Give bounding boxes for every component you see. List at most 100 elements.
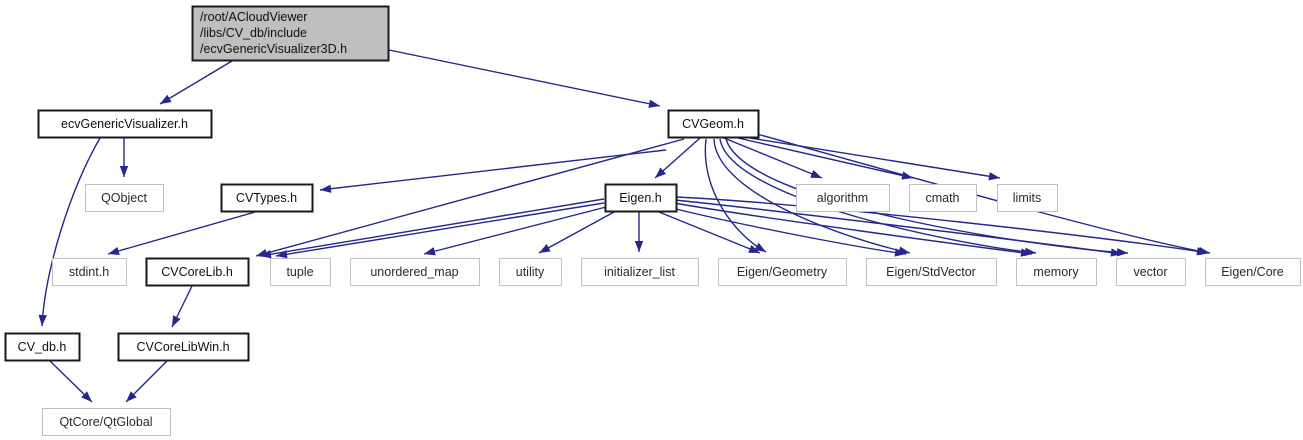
- node-CVCoreLibWin[interactable]: CVCoreLibWin.h: [117, 332, 250, 362]
- node-utility[interactable]: utility: [499, 258, 562, 286]
- node-box[interactable]: [604, 183, 678, 213]
- node-box[interactable]: [37, 109, 213, 139]
- node-label: CV_db.h: [18, 340, 67, 354]
- node-box[interactable]: [350, 258, 480, 286]
- node-label: tuple: [286, 265, 313, 279]
- node-CV_db[interactable]: CV_db.h: [4, 332, 81, 362]
- node-box[interactable]: [909, 184, 977, 212]
- arrowhead-icon: [634, 241, 644, 252]
- edge-line: [658, 211, 761, 254]
- node-box[interactable]: [997, 184, 1058, 212]
- node-label: stdint.h: [69, 265, 109, 279]
- node-ecvGenericVisualizer[interactable]: ecvGenericVisualizer.h: [37, 109, 213, 139]
- node-box[interactable]: [191, 5, 390, 62]
- arrowhead-icon: [424, 247, 436, 256]
- arrowhead-icon: [260, 250, 272, 259]
- node-CVCoreLib[interactable]: CVCoreLib.h: [145, 257, 250, 287]
- node-label: vector: [1133, 265, 1167, 279]
- edge-line: [756, 133, 1211, 254]
- edge-Eigen-to-Eigen/StdVector: [671, 207, 907, 257]
- node-box[interactable]: [866, 258, 997, 286]
- edge-line: [675, 196, 1209, 254]
- arrowhead-icon: [126, 391, 137, 402]
- node-box[interactable]: [1205, 258, 1301, 286]
- node-box[interactable]: [42, 408, 171, 436]
- node-memory[interactable]: memory: [1016, 258, 1097, 286]
- edge-line: [388, 49, 661, 107]
- edge-line: [723, 137, 823, 179]
- node-box[interactable]: [581, 258, 699, 286]
- edge-line: [719, 138, 1037, 254]
- node-initializer_list[interactable]: initializer_list: [581, 258, 699, 286]
- edge-CV_db-to-QtCore/QtGlobal: [49, 360, 93, 403]
- arrowhead-icon: [539, 244, 551, 253]
- node-box[interactable]: [1016, 258, 1097, 286]
- node-Eigen/Geometry[interactable]: Eigen/Geometry: [718, 258, 847, 286]
- node-CVGeom[interactable]: CVGeom.h: [667, 109, 760, 139]
- edge-line: [671, 207, 907, 255]
- edge-ecvGenericVisualizer-to-CV_db: [38, 137, 101, 327]
- node-label: Eigen/Geometry: [737, 265, 828, 279]
- arrowhead-icon: [119, 166, 129, 177]
- node-box[interactable]: [4, 332, 81, 362]
- edge-line: [275, 202, 605, 257]
- edge-Eigen-to-memory: [673, 202, 1033, 257]
- node-box[interactable]: [1116, 258, 1186, 286]
- node-label: /root/ACloudViewer/libs/CV_db/include/ec…: [200, 10, 347, 56]
- node-QObject[interactable]: QObject: [85, 184, 164, 212]
- node-root[interactable]: /root/ACloudViewer/libs/CV_db/include/ec…: [191, 5, 390, 62]
- node-box[interactable]: [220, 183, 314, 213]
- node-box[interactable]: [796, 184, 890, 212]
- node-label: Eigen.h: [619, 191, 661, 205]
- node-stdint[interactable]: stdint.h: [52, 258, 127, 286]
- node-box[interactable]: [52, 258, 127, 286]
- edge-line: [259, 198, 605, 257]
- node-box[interactable]: [718, 258, 847, 286]
- edge-CVCoreLibWin-to-QtCore/QtGlobal: [125, 360, 168, 403]
- node-tuple[interactable]: tuple: [270, 258, 331, 286]
- edge-line: [749, 137, 1001, 179]
- node-vector[interactable]: vector: [1116, 258, 1186, 286]
- arrowhead-icon: [748, 244, 760, 253]
- node-label: initializer_list: [604, 265, 675, 279]
- node-CVTypes[interactable]: CVTypes.h: [220, 183, 314, 213]
- node-cmath[interactable]: cmath: [909, 184, 977, 212]
- node-algorithm[interactable]: algorithm: [796, 184, 890, 212]
- node-Eigen/Core[interactable]: Eigen/Core: [1205, 258, 1301, 286]
- node-box[interactable]: [270, 258, 331, 286]
- node-unordered_map[interactable]: unordered_map: [350, 258, 480, 286]
- node-layer: /root/ACloudViewer/libs/CV_db/include/ec…: [4, 5, 1301, 436]
- edge-line: [673, 202, 1033, 255]
- edge-Eigen-to-vector: [674, 199, 1123, 257]
- node-box[interactable]: [145, 257, 250, 287]
- edge-CVTypes-to-stdint: [107, 211, 256, 256]
- edge-line: [713, 138, 911, 254]
- node-label: CVGeom.h: [682, 117, 744, 131]
- arrowhead-icon: [276, 250, 288, 259]
- node-Eigen[interactable]: Eigen.h: [604, 183, 678, 213]
- edge-line: [704, 138, 767, 253]
- node-box[interactable]: [85, 184, 164, 212]
- arrowhead-icon: [108, 246, 120, 256]
- edge-ecvGenericVisualizer-to-QObject: [119, 138, 129, 177]
- node-Eigen/StdVector[interactable]: Eigen/StdVector: [866, 258, 997, 286]
- node-QtCore/QtGlobal[interactable]: QtCore/QtGlobal: [42, 408, 171, 436]
- node-box[interactable]: [667, 109, 760, 139]
- edge-line: [159, 60, 233, 105]
- node-box[interactable]: [499, 258, 562, 286]
- edge-CVGeom-to-Eigen: [654, 137, 701, 179]
- arrowhead-icon: [894, 248, 906, 257]
- node-box[interactable]: [117, 332, 250, 362]
- node-label: limits: [1013, 191, 1041, 205]
- node-label: QObject: [101, 191, 147, 205]
- edge-root-to-CVGeom: [388, 49, 661, 108]
- edge-CVGeom-to-Eigen/Geometry: [704, 138, 767, 253]
- node-label: ecvGenericVisualizer.h: [61, 117, 188, 131]
- edge-line: [538, 211, 615, 254]
- node-label: Eigen/Core: [1221, 265, 1284, 279]
- node-limits[interactable]: limits: [997, 184, 1058, 212]
- edge-Eigen-to-CVCoreLib: [259, 198, 605, 259]
- arrowhead-icon: [1196, 247, 1208, 256]
- edge-line: [674, 199, 1123, 255]
